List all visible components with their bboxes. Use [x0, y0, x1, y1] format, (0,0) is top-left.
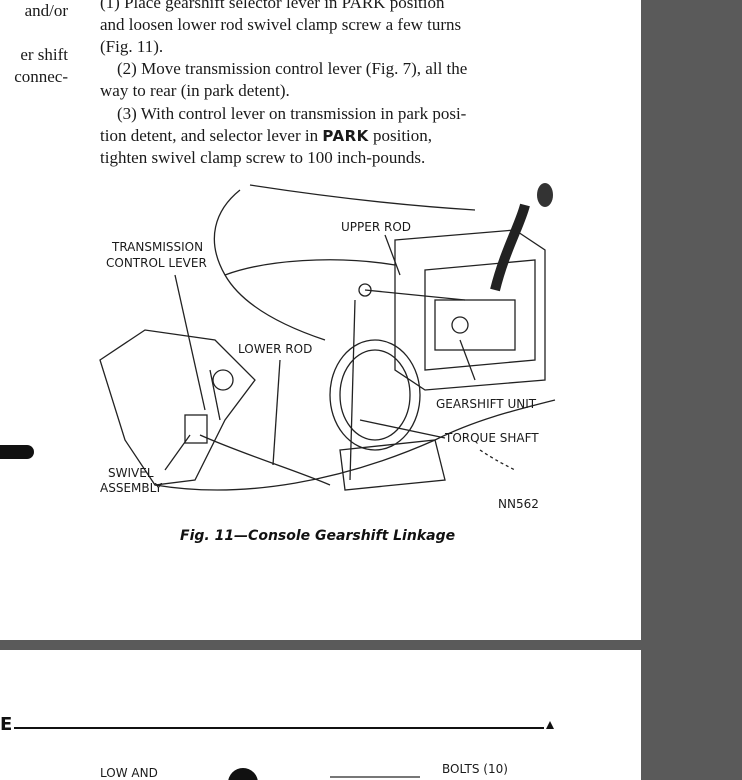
label-upper-rod: UPPER ROD	[341, 220, 412, 234]
left-column-line: and/or	[24, 1, 68, 20]
torque-shaft-ring	[339, 349, 411, 441]
torque-shaft-plate	[329, 339, 421, 451]
swivel-assembly-part	[184, 414, 208, 444]
torque-shaft	[349, 299, 356, 481]
floor-line	[154, 399, 556, 491]
triangle-marker	[546, 721, 554, 729]
figure-code: NN562	[498, 497, 539, 511]
text-line: (2) Move transmission control lever (Fig…	[117, 59, 468, 78]
paragraph-step-3: (3) With control lever on transmission i…	[100, 103, 562, 169]
console-edge	[224, 259, 396, 276]
leader-torque-shaft	[359, 419, 446, 439]
label-swivel: SWIVEL	[108, 466, 154, 480]
label-assembly: ASSEMBLY	[100, 481, 163, 495]
edge-mark	[0, 445, 34, 459]
lever-hub	[212, 369, 234, 391]
text-line: (3) With control lever on transmission i…	[117, 104, 467, 123]
part-line	[330, 776, 420, 778]
label-control-lever: CONTROL LEVER	[106, 256, 207, 270]
gearshift-pivot	[451, 316, 469, 334]
paragraph-step-1: (1) Place gearshift selector lever in PA…	[100, 0, 562, 58]
page-separator	[0, 640, 641, 650]
leader-lower-rod	[272, 359, 281, 466]
figure-caption: Fig. 11—Console Gearshift Linkage	[180, 528, 456, 544]
viewer-background	[641, 0, 742, 780]
left-column-text: and/or er shift connec-	[0, 0, 68, 88]
dash-outline	[249, 184, 476, 211]
leader-control-lever	[174, 274, 206, 411]
text-line: tion detent, and selector lever in PARK …	[100, 125, 562, 147]
text-fragment: position,	[368, 126, 433, 145]
dashed-line	[479, 449, 516, 471]
left-column-line: er shift	[20, 45, 68, 64]
paragraph-step-2: (2) Move transmission control lever (Fig…	[100, 58, 562, 102]
leader-swivel	[164, 434, 191, 471]
upper-rod	[364, 289, 466, 301]
text-line: (1) Place gearshift selector lever in PA…	[100, 0, 445, 12]
text-line: tighten swivel clamp screw to 100 inch-p…	[100, 148, 426, 167]
label-transmission: TRANSMISSION	[112, 240, 204, 254]
console-inner	[424, 259, 536, 371]
transmission-control-lever	[209, 369, 221, 421]
label-low-and: LOW AND	[100, 766, 158, 780]
shift-knob	[537, 183, 553, 207]
text-line: and loosen lower rod swivel clamp screw …	[100, 15, 462, 34]
document-page-upper: and/or er shift connec- (1) Place gearsh…	[0, 0, 562, 544]
label-bolts: BOLTS (10)	[442, 762, 508, 776]
text-line: way to rear (in park detent).	[100, 81, 290, 100]
leader-gearshift-unit	[459, 339, 476, 381]
label-lower-rod: LOWER ROD	[238, 342, 313, 356]
leader-upper-rod	[384, 234, 401, 276]
text-line: (Fig. 11).	[100, 37, 164, 56]
label-torque-shaft: TORQUE SHAFT	[445, 431, 539, 445]
section-heading-letter: E	[0, 714, 13, 735]
floor-pan	[99, 329, 256, 486]
left-column-line: connec-	[14, 67, 68, 86]
part-blob	[228, 768, 258, 780]
body-outline	[213, 189, 326, 341]
park-keyword: PARK	[322, 127, 369, 145]
upper-rod-end	[358, 283, 372, 297]
torque-shaft-bracket	[339, 439, 446, 491]
shifter-lever	[490, 203, 530, 292]
gearshift-unit-body	[434, 299, 516, 351]
label-gearshift-unit: GEARSHIFT UNIT	[436, 397, 537, 411]
linkage-illustration	[99, 183, 556, 491]
document-page-lower: E LOW AND BOLTS (10)	[0, 650, 641, 780]
text-fragment: tion detent, and selector lever in	[100, 126, 323, 145]
lower-rod	[199, 434, 331, 486]
heading-rule	[14, 727, 544, 729]
